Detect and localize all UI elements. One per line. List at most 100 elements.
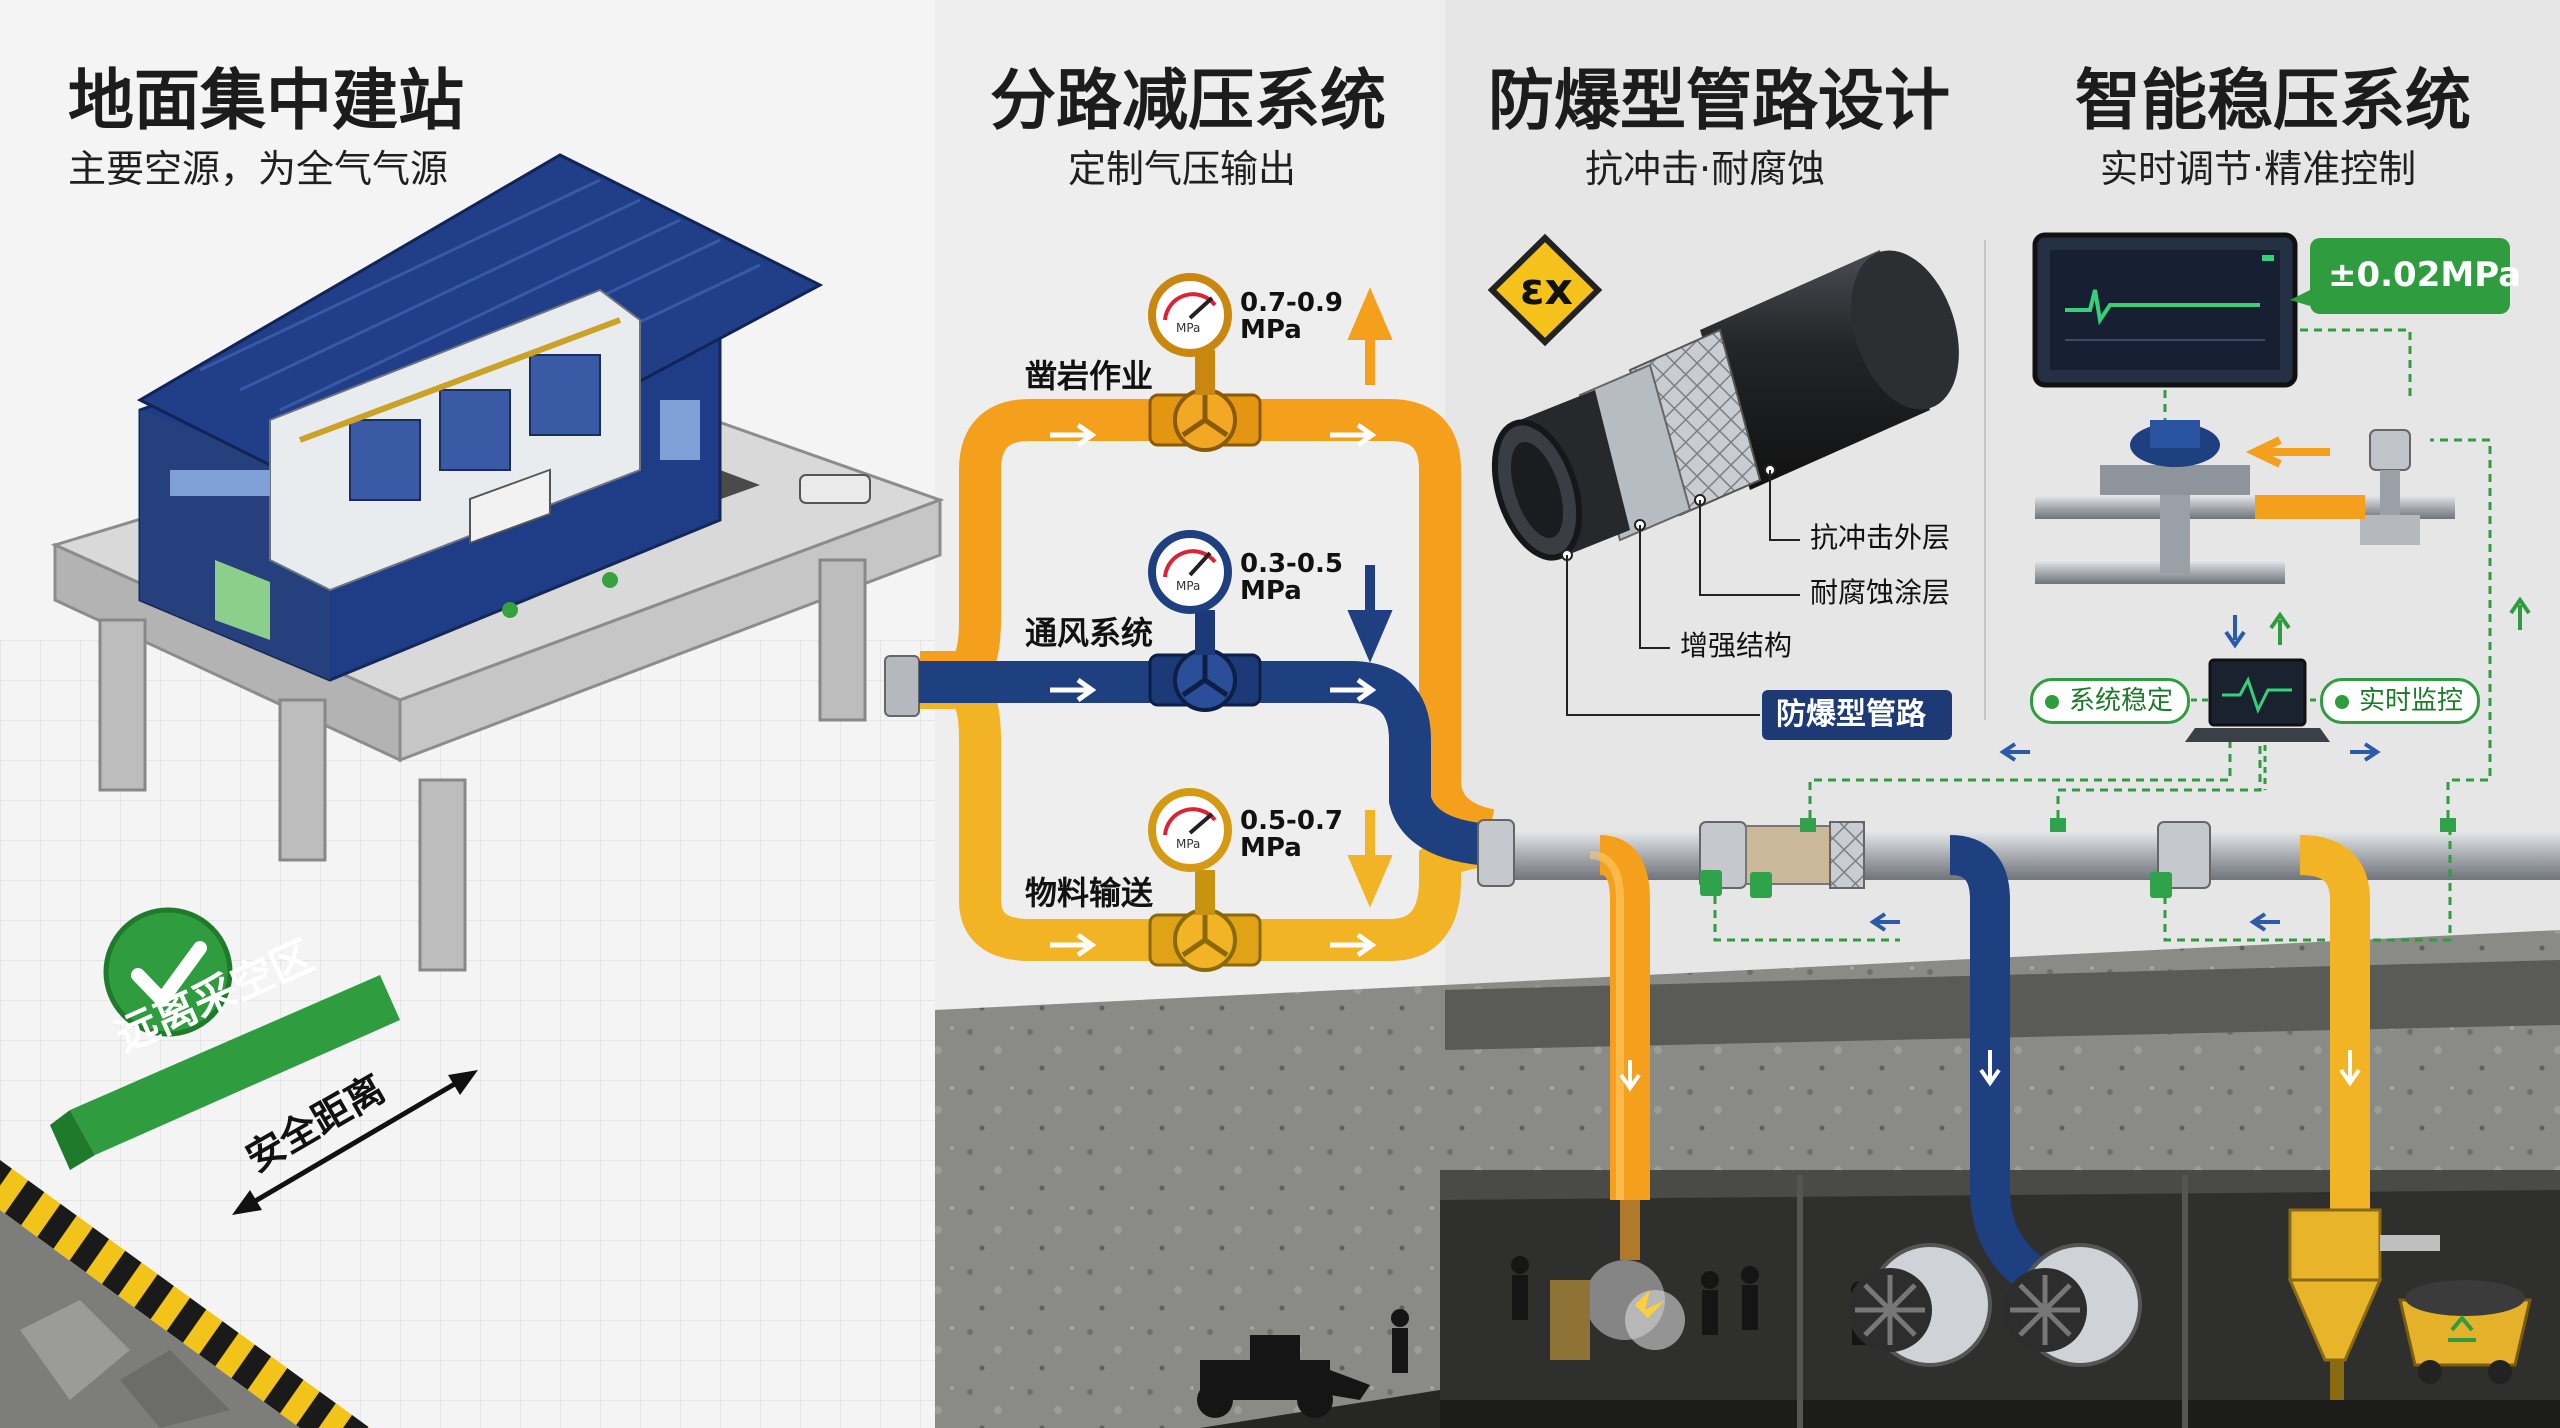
up-arrow-icon — [2509, 596, 2531, 630]
station-title: 地面集中建站 — [68, 62, 464, 139]
drill-rig — [1550, 1280, 1590, 1360]
status-stable-label: 系统稳定 — [2069, 686, 2174, 716]
pressure-unit-ventilation: MPa — [1240, 576, 1302, 607]
valve-ventilation[interactable] — [1148, 610, 1262, 712]
dust-cloud — [1625, 1290, 1685, 1350]
pressure-unit-conveying: MPa — [1240, 833, 1302, 864]
flow-arrow-icon — [1869, 912, 1900, 932]
gauge-conveying — [1148, 788, 1232, 872]
spark-icon — [1635, 1290, 1665, 1318]
solenoid-valve[interactable] — [2360, 429, 2420, 545]
branch-flow-arrows — [1050, 422, 1377, 958]
branch-label-ventilation: 通风系统 — [1025, 614, 1154, 652]
status-monitor-label: 实时监控 — [2359, 686, 2464, 716]
status-dot-icon — [2045, 694, 2059, 709]
sensor-tap — [1800, 818, 1816, 832]
pressure-sensor — [2150, 872, 2172, 898]
loader-vehicle — [1197, 1309, 1409, 1418]
pressure-monitor — [2032, 232, 2298, 388]
material-hopper — [2287, 1208, 2440, 1400]
status-stable-pill: 系统稳定 — [2030, 678, 2191, 724]
pipe-mesh-joint — [1829, 821, 1865, 889]
explosion-proof-title: 防爆型管路设计 — [1488, 62, 1950, 139]
down-arrow-icon — [2339, 1050, 2361, 1087]
explosion-proof-badge-bg — [1762, 690, 1952, 740]
pressure-drilling: 0.7-0.9 MPa — [1240, 288, 1343, 346]
ventilation-fans — [1848, 1243, 2142, 1367]
gauge-unit-drilling: MPa — [1176, 321, 1201, 335]
hazard-stripe — [0, 1160, 370, 1428]
station-subtitle: 主要空源，为全气气源 — [68, 147, 449, 191]
branch-label-drilling: 凿岩作业 — [1025, 357, 1154, 395]
controller-laptop — [2185, 658, 2330, 742]
signal-line — [1808, 735, 2232, 818]
pipe-highlight — [1589, 851, 1624, 1200]
tunnel-floor — [1440, 1400, 2560, 1428]
layer-label-outer: 抗冲击外层 — [1810, 521, 1951, 554]
gauge-unit-ventilation: MPa — [1176, 579, 1201, 593]
branch-title: 分路减压系统 — [990, 62, 1386, 139]
layer-label-coating: 耐腐蚀涂层 — [1810, 576, 1951, 609]
pipe-coupling — [2157, 821, 2211, 889]
down-arrow-icon — [1979, 1050, 2001, 1087]
signal-line — [2163, 830, 2452, 942]
pressure-regulator[interactable] — [2100, 420, 2250, 575]
rock-chunk — [20, 1300, 130, 1400]
status-dot-icon — [2335, 694, 2349, 709]
pressure-conveying: 0.5-0.7 MPa — [1240, 807, 1343, 864]
up-arrow-icon — [2269, 611, 2291, 645]
explosion-proof-badge: 防爆型管路 — [1776, 697, 1926, 732]
smart-title: 智能稳压系统 — [2075, 62, 2471, 139]
pressure-sensor — [1750, 872, 1772, 898]
manifold-flange — [1477, 819, 1515, 887]
signal-line — [2300, 328, 2412, 400]
flow-arrow-icon — [2249, 912, 2280, 932]
pressure-range-ventilation: 0.3-0.5 — [1240, 549, 1343, 579]
ex-mark-icon — [1487, 233, 1603, 347]
branch-label-conveying: 物料输送 — [1025, 874, 1154, 912]
rock-chunk — [120, 1350, 230, 1428]
layered-pipe-illustration — [1491, 250, 1959, 561]
signal-line — [2056, 735, 2262, 818]
valve-drilling[interactable] — [1148, 350, 1262, 452]
down-arrow-icon — [2224, 615, 2246, 649]
smart-subtitle: 实时调节·精准控制 — [2100, 147, 2417, 191]
pipe-ventilation — [919, 661, 1492, 866]
signal-line — [2430, 438, 2492, 818]
gauge-drilling — [1148, 273, 1232, 357]
pressure-down-arrow-icon — [1347, 565, 1393, 663]
drill-hose — [1620, 1200, 1640, 1260]
main-manifold-pipe — [1480, 830, 2560, 880]
drop-pipe-conveying — [2299, 835, 2370, 1220]
pressure-range-drilling: 0.7-0.9 — [1240, 288, 1343, 318]
pressure-up-arrow-icon — [1347, 287, 1393, 385]
flow-arrow-icon — [1999, 742, 2030, 762]
layer-leader-lines — [1561, 464, 1800, 716]
compressor-station — [50, 153, 945, 972]
branch-subtitle: 定制气压输出 — [1068, 147, 1297, 191]
tolerance-badge — [2290, 238, 2510, 314]
pipe-flange — [884, 655, 920, 717]
pipe-conveying — [920, 667, 1493, 961]
gauge-unit-conveying: MPa — [1176, 837, 1201, 851]
pressure-unit-drilling: MPa — [1240, 315, 1302, 346]
layer-label-reinforce: 增强结构 — [1680, 629, 1793, 662]
ex-mark-text: εx — [1520, 264, 1573, 315]
pressure-down-arrow-icon — [1347, 810, 1393, 908]
tolerance-value: ±0.02MPa — [2328, 255, 2522, 295]
feedback-arrow-icon — [2245, 436, 2330, 468]
mine-cart — [2398, 1280, 2532, 1384]
flow-arrow-icon — [2350, 742, 2381, 762]
status-monitor-pill: 实时监控 — [2320, 678, 2481, 724]
down-arrow-icon — [1619, 1060, 1641, 1092]
pressure-sensor — [1700, 870, 1722, 896]
sensor-tap — [2050, 818, 2066, 832]
valve-conveying[interactable] — [1148, 870, 1262, 972]
regulated-flow-segment — [2255, 495, 2365, 519]
gauge-ventilation — [1148, 530, 1232, 614]
safety-zone-group — [50, 907, 478, 1215]
signal-line — [1713, 896, 1900, 942]
pressure-ventilation: 0.3-0.5 MPa — [1240, 549, 1343, 607]
explosion-proof-subtitle: 抗冲击·耐腐蚀 — [1585, 147, 1826, 191]
